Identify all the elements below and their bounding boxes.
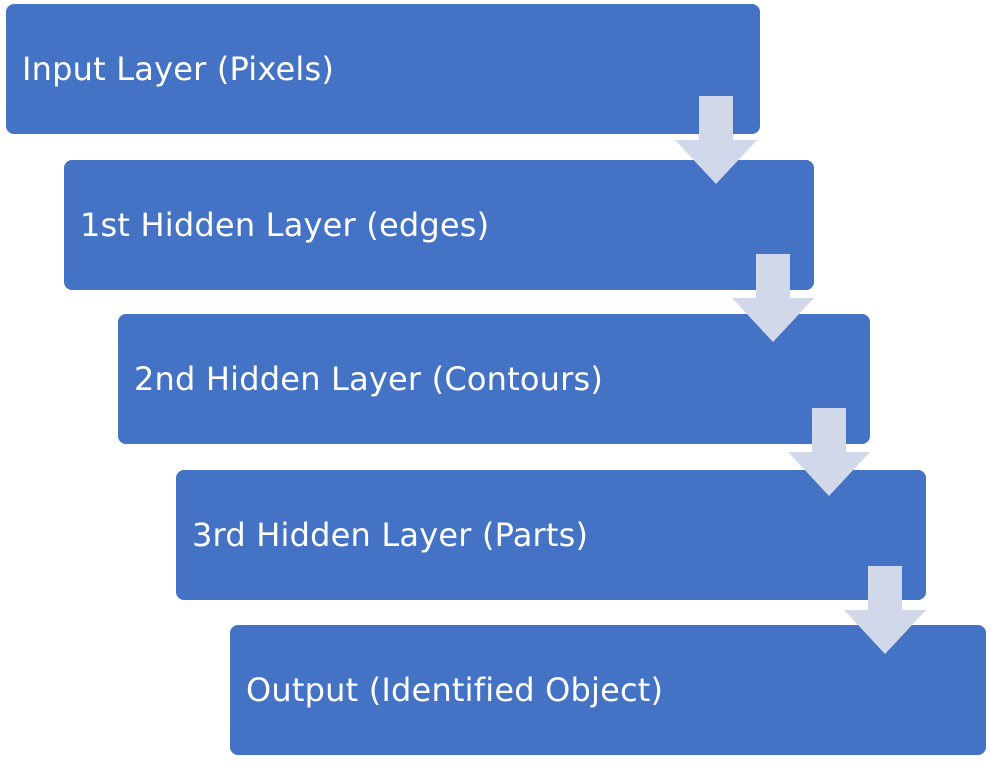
step-box-hidden-layer-1: 1st Hidden Layer (edges) bbox=[64, 160, 814, 290]
step-label-hidden-layer-1: 1st Hidden Layer (edges) bbox=[80, 206, 490, 244]
step-label-input-layer: Input Layer (Pixels) bbox=[22, 50, 335, 88]
step-label-hidden-layer-2: 2nd Hidden Layer (Contours) bbox=[134, 360, 604, 398]
down-arrow-icon bbox=[671, 96, 761, 186]
step-label-output: Output (Identified Object) bbox=[246, 671, 664, 709]
down-arrow-icon bbox=[840, 566, 930, 656]
step-box-input-layer: Input Layer (Pixels) bbox=[6, 4, 760, 134]
down-arrow-icon bbox=[728, 254, 818, 344]
down-arrow-icon bbox=[784, 408, 874, 498]
step-label-hidden-layer-3: 3rd Hidden Layer (Parts) bbox=[192, 516, 589, 554]
step-box-hidden-layer-2: 2nd Hidden Layer (Contours) bbox=[118, 314, 870, 444]
step-box-hidden-layer-3: 3rd Hidden Layer (Parts) bbox=[176, 470, 926, 600]
step-box-output: Output (Identified Object) bbox=[230, 625, 986, 755]
